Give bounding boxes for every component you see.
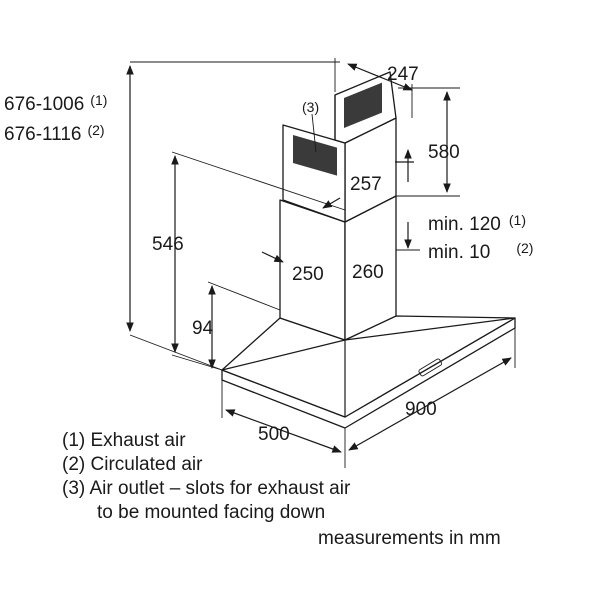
chimney-width-label: 250 (292, 264, 324, 285)
canopy-top (221, 315, 516, 418)
overall-height-1-label: 676-1006(1) (4, 92, 107, 115)
hood-depth-label: 500 (258, 424, 290, 445)
dimension-lines (126, 58, 516, 468)
units-note: measurements in mm (318, 528, 501, 549)
chimney-depth-top-label: 257 (350, 174, 382, 195)
range-hood-drawing (221, 71, 516, 429)
canopy-height-label: 94 (192, 318, 214, 339)
overall-height-2-label: 676-1116(2) (4, 122, 105, 145)
outlet-height-label: 580 (428, 142, 460, 163)
outlet-marker-label: (3) (302, 99, 319, 115)
legend-item-air-outlet-cont: to be mounted facing down (97, 502, 325, 523)
chimney-height-label: 546 (152, 234, 184, 255)
legend-item-air-outlet: (3) Air outlet – slots for exhaust air (62, 478, 351, 499)
air-outlet-slots-left (293, 135, 337, 176)
min-gap-2-label: min. 10(2) (428, 240, 533, 263)
hood-width-label: 900 (405, 399, 437, 420)
top-width-label: 247 (387, 64, 419, 85)
min-gap-1-label: min. 120(1) (428, 212, 526, 235)
air-outlet-slots-back (344, 82, 382, 128)
legend: (1) Exhaust air (2) Circulated air (3) A… (62, 430, 501, 549)
legend-item-exhaust-air: (1) Exhaust air (62, 430, 186, 451)
legend-item-circulated-air: (2) Circulated air (62, 454, 203, 475)
chimney-depth-label: 260 (352, 262, 384, 283)
